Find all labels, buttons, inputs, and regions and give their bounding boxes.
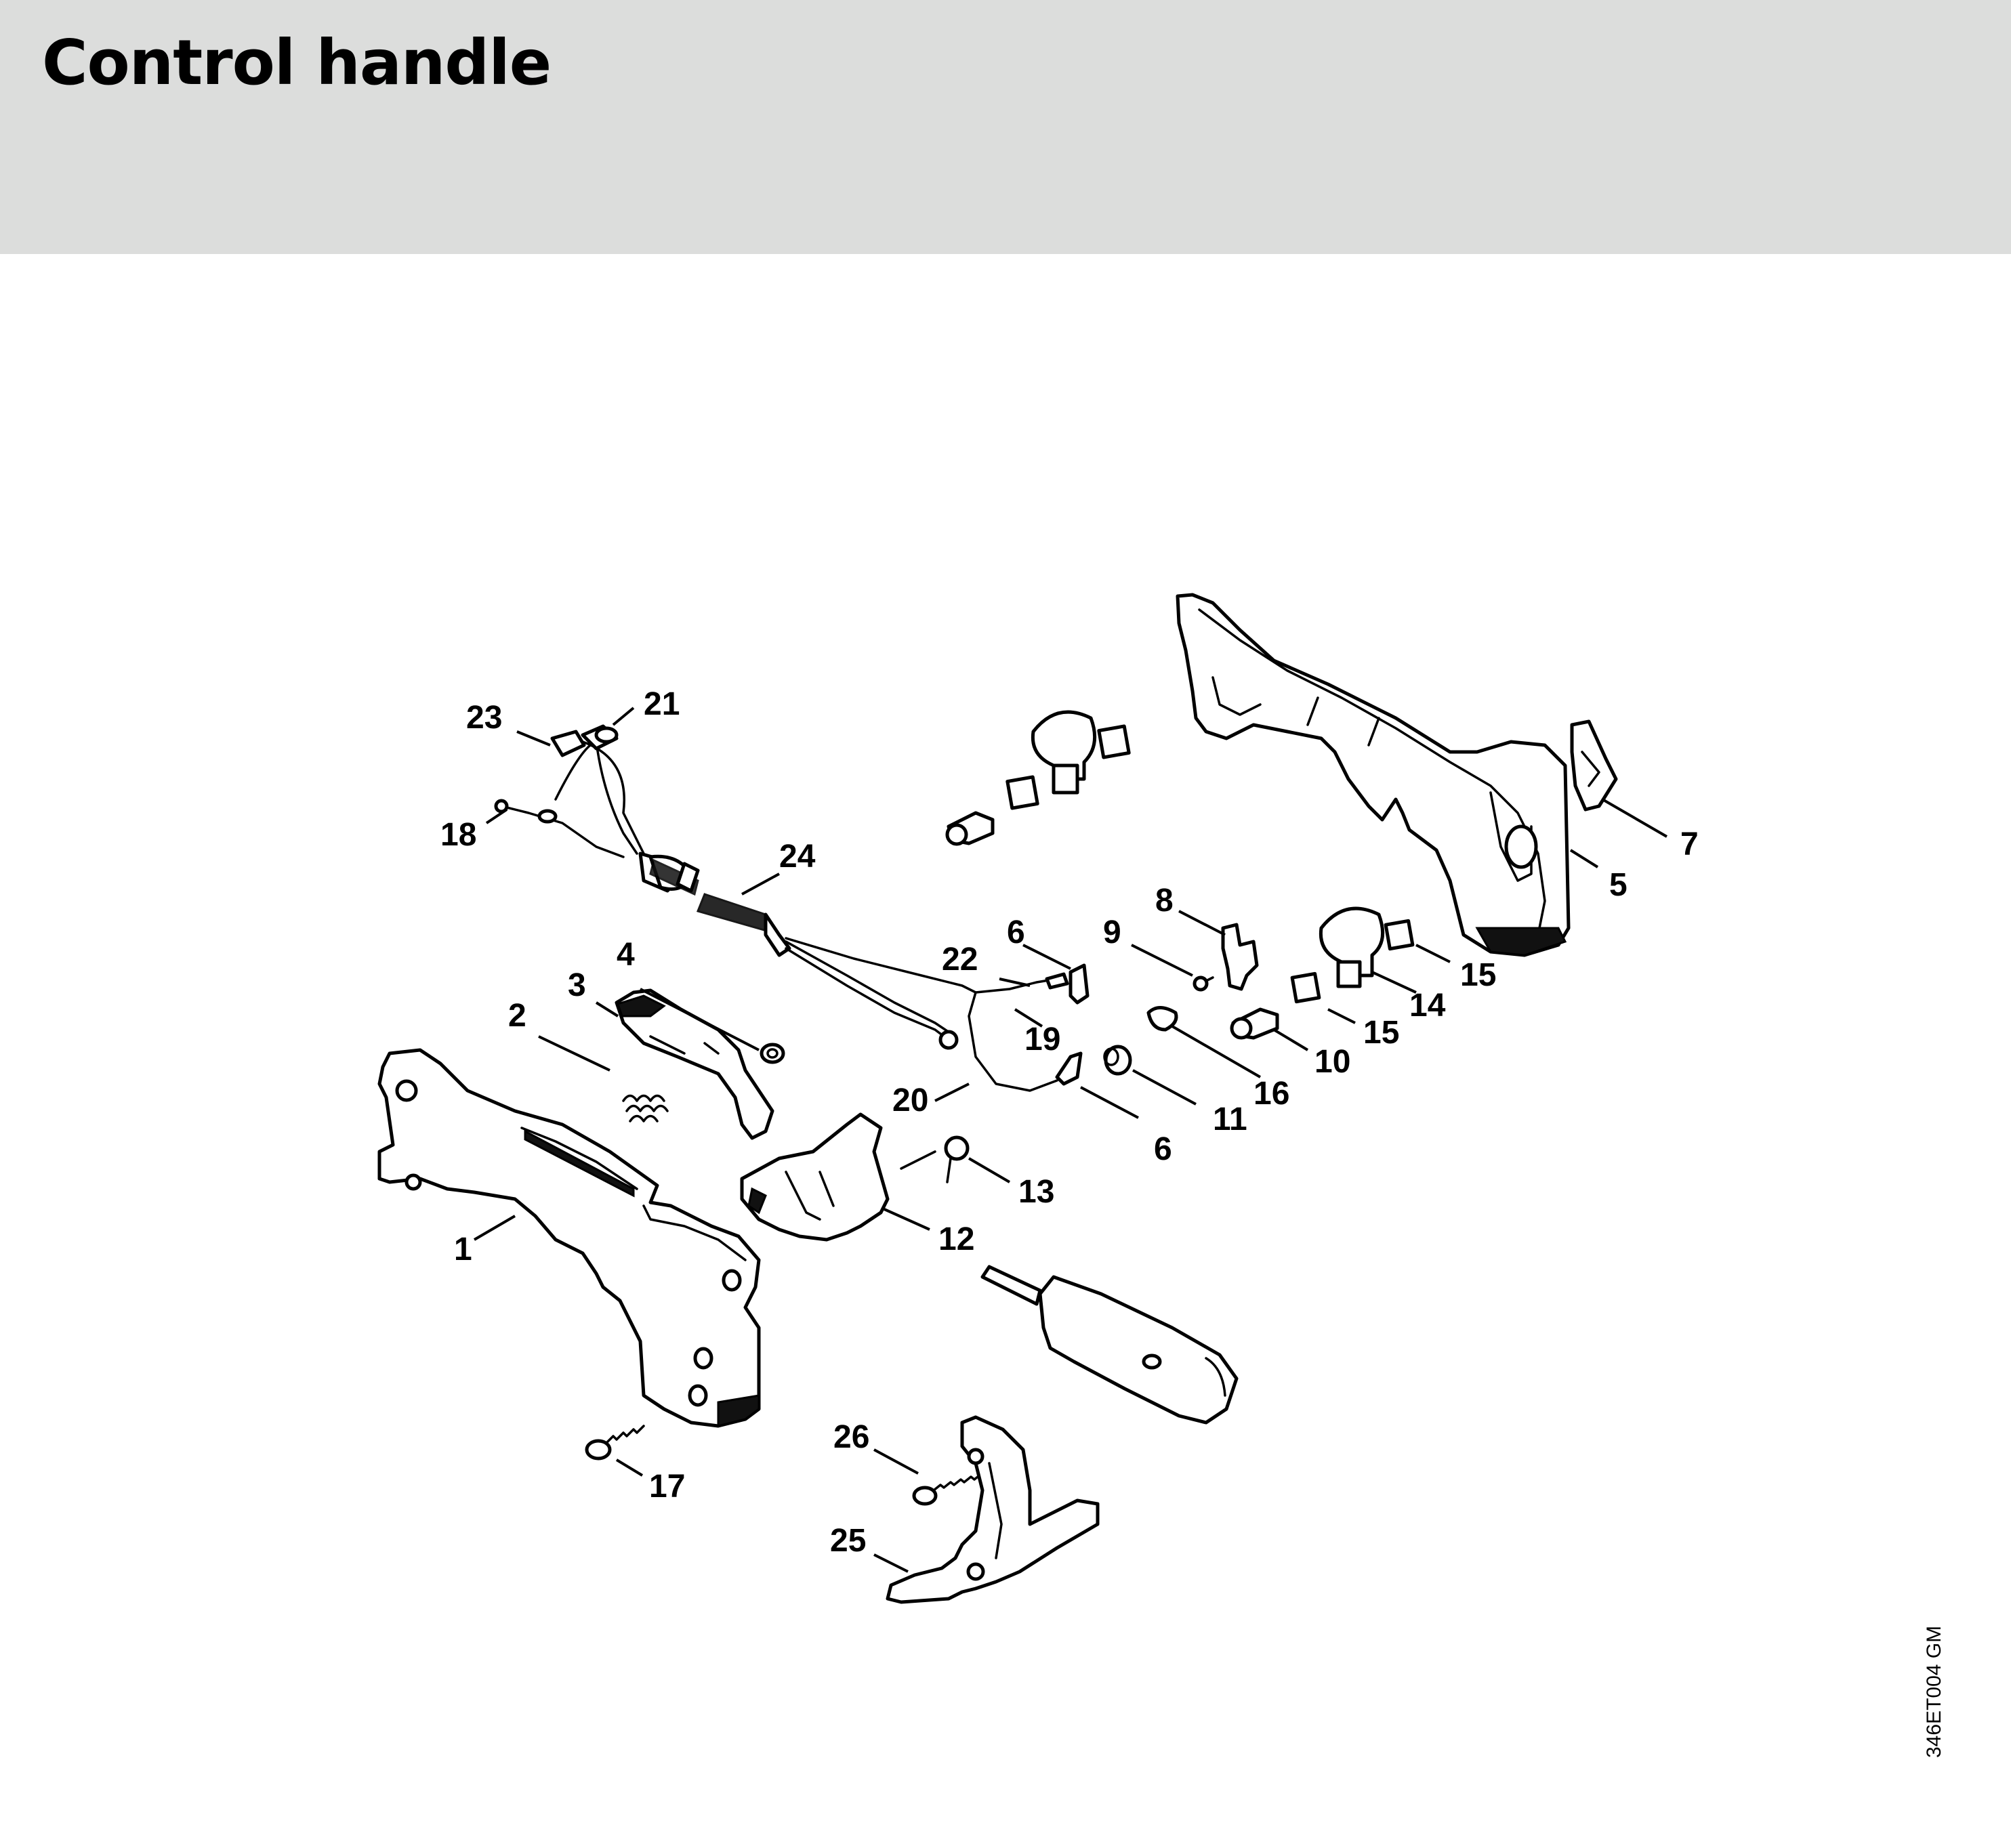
- callout-22: 22: [942, 942, 978, 978]
- callout-9: 9: [1103, 915, 1121, 950]
- part-9-pin: [1193, 975, 1214, 992]
- callout-17: 17: [649, 1469, 685, 1505]
- part-13-clip: [900, 1135, 970, 1183]
- leader-lines: [473, 707, 1668, 1573]
- callout-20: 20: [892, 1083, 928, 1118]
- drive-shaft-tube: [980, 1265, 1239, 1425]
- callout-10: 10: [1314, 1044, 1350, 1080]
- callout-26: 26: [833, 1419, 869, 1455]
- callout-2: 2: [508, 998, 526, 1034]
- callout-23: 23: [466, 700, 502, 736]
- part-11-bushing: [1103, 1045, 1132, 1076]
- callout-18: 18: [440, 817, 476, 853]
- callout-24: 24: [779, 839, 816, 875]
- upper-clamp-assembly: [945, 710, 1131, 846]
- callout-15-upper: 15: [1460, 957, 1496, 993]
- callout-1: 1: [454, 1232, 472, 1267]
- part-1-handle: [377, 1048, 761, 1428]
- part-7-clip: [1570, 719, 1618, 812]
- callout-7: 7: [1680, 826, 1699, 862]
- part-6-contact-lower: [1055, 1051, 1083, 1086]
- part-8-bracket: [1221, 923, 1259, 991]
- part-17-screw: [585, 1425, 645, 1461]
- part-2-spring: [622, 1094, 669, 1122]
- part-12-housing: [740, 1112, 890, 1242]
- callout-3: 3: [568, 967, 586, 1003]
- callout-12: 12: [938, 1221, 974, 1257]
- callout-6-upper: 6: [1007, 915, 1025, 950]
- callout-5: 5: [1609, 867, 1628, 903]
- callout-4: 4: [617, 937, 635, 973]
- header-band: Control handle: [0, 0, 2011, 254]
- callout-labels: 1 2 3 4 5 6 6 7 8 9 10 11 12 13 14 15 15…: [440, 686, 1699, 1559]
- callout-25: 25: [830, 1523, 866, 1559]
- callout-11: 11: [1213, 1101, 1247, 1137]
- part-25-bracket: [886, 1415, 1100, 1604]
- callout-16: 16: [1253, 1076, 1289, 1112]
- page-title: Control handle: [42, 26, 552, 99]
- diagram-reference-code: 346ET004 GM: [1923, 1625, 1945, 1758]
- part-4-nut: [760, 1043, 785, 1064]
- callout-14: 14: [1409, 988, 1446, 1024]
- wiring-harness-assembly: [494, 724, 1069, 1092]
- part-16-ring: [1146, 1006, 1178, 1032]
- callout-15-lower: 15: [1363, 1015, 1399, 1051]
- lower-clamp-assembly: [1230, 906, 1415, 1040]
- callout-13: 13: [1018, 1174, 1054, 1210]
- part-5-handle-housing: [1176, 593, 1571, 957]
- part-6-contact-upper: [1069, 963, 1090, 1005]
- callout-8: 8: [1155, 883, 1174, 919]
- part-26-screw: [912, 1473, 982, 1506]
- callout-21: 21: [644, 686, 680, 722]
- callout-6-lower: 6: [1154, 1131, 1172, 1167]
- callout-19: 19: [1024, 1022, 1060, 1057]
